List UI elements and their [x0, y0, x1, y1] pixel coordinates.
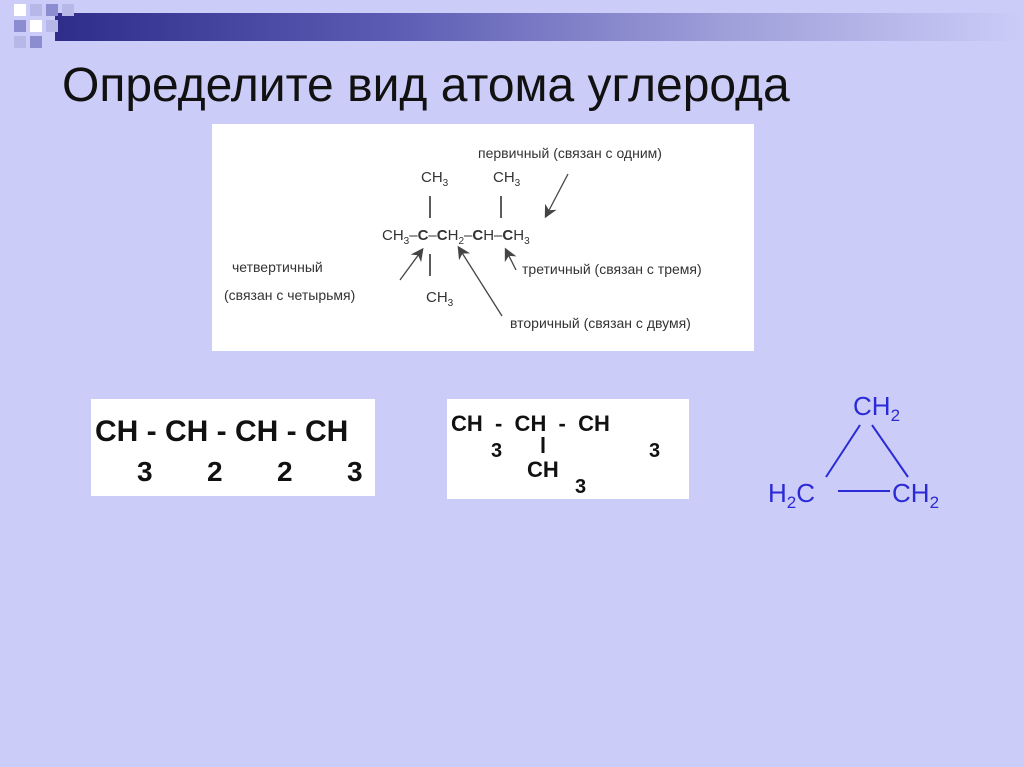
- ch3-bottom: CH3: [426, 289, 454, 309]
- butane-sub-3: 2: [277, 456, 293, 487]
- label-tertiary: третичный (связан с тремя): [522, 261, 702, 277]
- isobutane-branch-sub: 3: [575, 476, 586, 498]
- butane-sub-2: 2: [207, 456, 223, 487]
- arrow-primary: [544, 173, 569, 219]
- label-primary: первичный (связан с одним): [478, 145, 662, 161]
- slide-title: Определите вид атома углерода: [62, 59, 790, 112]
- isobutane-formula: CH - CH - CH 3 3 CH 3: [447, 399, 689, 499]
- isobutane-branch: CH: [527, 457, 559, 482]
- cyclopropane-left: H2C: [768, 478, 815, 512]
- isobutane-sub-2: 3: [649, 440, 660, 462]
- cyclopropane-right: CH2: [892, 478, 939, 512]
- butane-chain: CH - CH - CH - CH: [95, 415, 348, 448]
- arrow-quaternary: [399, 247, 424, 281]
- label-secondary: вторичный (связан с двумя): [510, 315, 691, 331]
- ch3-top-2: CH3: [493, 169, 521, 189]
- arrow-secondary: [457, 245, 503, 317]
- cyclopropane-formula: CH2 H2C CH2: [762, 385, 972, 515]
- isobutane-sub-1: 3: [491, 440, 502, 462]
- header-gradient-bar: [55, 13, 1024, 41]
- isobutane-chain: CH - CH - CH: [451, 411, 610, 436]
- butane-formula: CH - CH - CH - CH 3 2 2 3: [91, 399, 375, 496]
- label-quaternary-1: четвертичный: [232, 259, 323, 275]
- arrow-tertiary: [504, 247, 517, 271]
- ch3-top-1: CH3: [421, 169, 449, 189]
- label-quaternary-2: (связан с четырьмя): [224, 287, 355, 303]
- butane-sub-1: 3: [137, 456, 153, 487]
- ring-bond-right: [871, 424, 909, 478]
- butane-sub-4: 3: [347, 456, 363, 487]
- corner-decoration: [0, 0, 80, 60]
- ring-bond-left: [825, 424, 861, 478]
- main-chain: CH3–C–CH2–CH–CH3: [382, 227, 530, 247]
- carbon-types-diagram: CH3 CH3 CH3–C–CH2–CH–CH3 CH3 первичный (…: [212, 124, 754, 351]
- cyclopropane-top: CH2: [853, 391, 900, 425]
